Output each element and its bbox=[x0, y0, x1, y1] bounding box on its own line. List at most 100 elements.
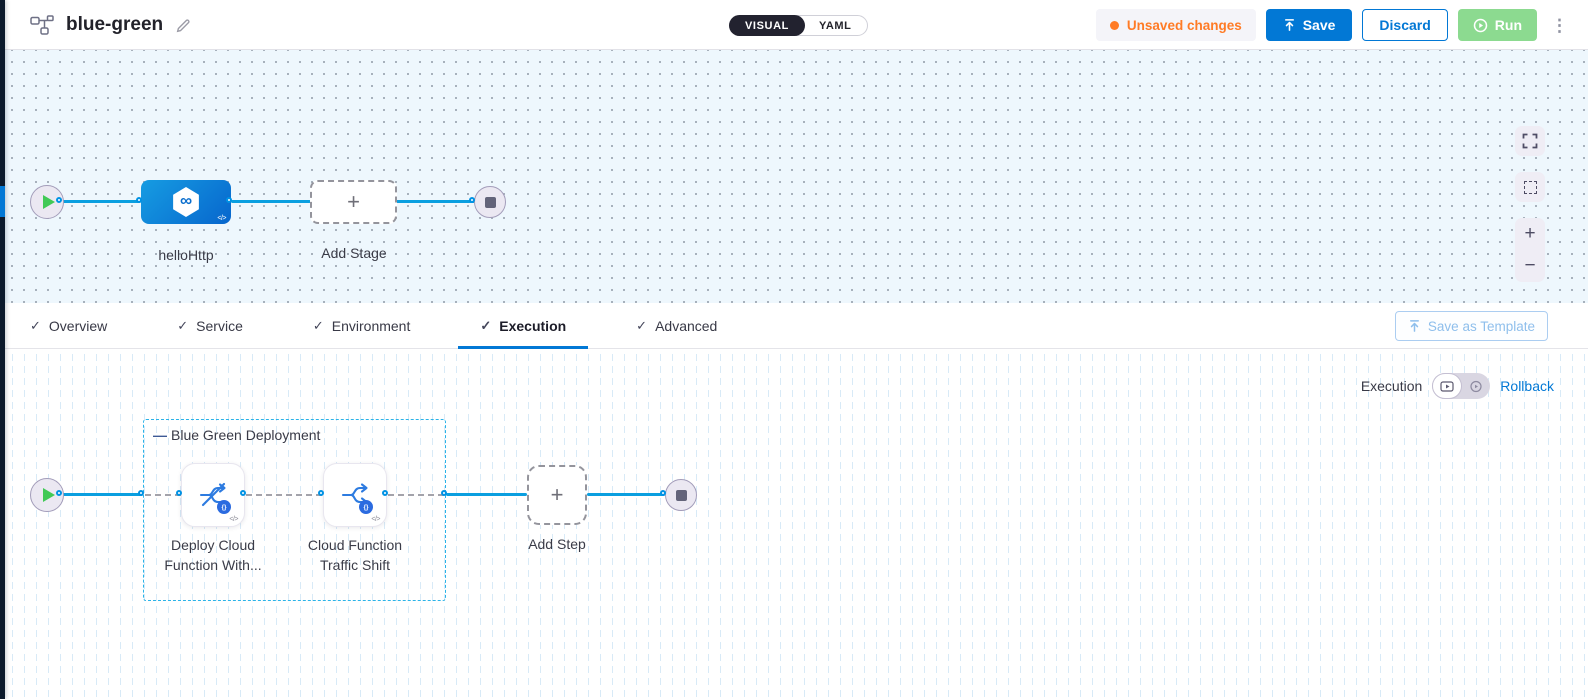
pipeline-end-node[interactable] bbox=[474, 186, 506, 218]
collapsed-nav-strip[interactable] bbox=[0, 0, 5, 699]
connector-end-in[interactable] bbox=[469, 197, 475, 203]
tab-overview[interactable]: ✓ Overview bbox=[30, 317, 108, 334]
add-step-label: Add Step bbox=[528, 536, 586, 552]
start-play-icon bbox=[43, 488, 55, 502]
plus-icon: + bbox=[550, 482, 564, 507]
connector-step1-in[interactable] bbox=[176, 490, 182, 496]
group-collapse-icon: — bbox=[153, 427, 167, 443]
execution-mode-label: Execution bbox=[1360, 378, 1423, 394]
pipeline-title: blue-green bbox=[66, 14, 164, 35]
more-options-kebab-icon[interactable]: ⋮ bbox=[1551, 15, 1568, 35]
cd-stage-hexagon-icon: ∞ bbox=[173, 187, 199, 217]
connector-step1-out[interactable] bbox=[240, 490, 246, 496]
edge-step2-to-groupend bbox=[388, 494, 444, 496]
connector-step2-out[interactable] bbox=[382, 490, 388, 496]
check-icon: ✓ bbox=[480, 317, 492, 333]
plus-icon: + bbox=[347, 189, 360, 214]
marquee-icon bbox=[1523, 180, 1537, 194]
cloud-function-badge: {} bbox=[359, 500, 373, 514]
stage-label: helloHttp bbox=[158, 247, 214, 263]
zoom-controls: + − bbox=[1515, 218, 1545, 282]
stage-pipeline-canvas[interactable]: ∞ </> helloHttp + Add Stage + − bbox=[0, 50, 1588, 303]
rollback-link[interactable]: Rollback bbox=[1500, 378, 1554, 394]
edge-start-to-stage bbox=[61, 200, 141, 203]
connector-group-out[interactable] bbox=[441, 490, 447, 496]
run-button[interactable]: Run bbox=[1457, 9, 1537, 41]
connector-exec-end-in[interactable] bbox=[660, 490, 666, 496]
add-stage-button[interactable]: + bbox=[310, 180, 397, 224]
edge-group-to-addstep bbox=[446, 493, 527, 496]
unsaved-dot-icon bbox=[1109, 20, 1119, 30]
tab-execution[interactable]: ✓ Execution bbox=[458, 303, 588, 349]
execution-start-node[interactable] bbox=[30, 478, 64, 512]
edge-group-to-step1 bbox=[145, 494, 181, 496]
stop-square-icon bbox=[484, 196, 496, 208]
zoom-out-button[interactable]: − bbox=[1524, 255, 1536, 276]
unsaved-changes-label: Unsaved changes bbox=[1126, 17, 1242, 33]
header: blue-green VISUAL YAML Unsaved changes S… bbox=[0, 0, 1588, 50]
header-left: blue-green bbox=[30, 0, 192, 50]
edit-pencil-icon[interactable] bbox=[175, 17, 192, 34]
execution-rollback-toggle bbox=[1432, 373, 1491, 399]
tab-environment[interactable]: ✓ Environment bbox=[312, 317, 411, 334]
run-play-icon bbox=[1473, 18, 1488, 32]
visual-toggle[interactable]: VISUAL bbox=[729, 15, 805, 36]
execution-mode-row: Execution Rollback bbox=[1361, 373, 1554, 399]
stage-node-hellohttp[interactable]: ∞ </> bbox=[141, 180, 231, 224]
header-actions: Unsaved changes Save Discard Run ⋮ bbox=[1095, 9, 1572, 41]
unsaved-changes-badge: Unsaved changes bbox=[1095, 9, 1256, 41]
edge-addstep-to-end bbox=[587, 493, 665, 496]
save-button[interactable]: Save bbox=[1265, 9, 1353, 41]
edge-start-to-group bbox=[61, 493, 143, 496]
yaml-toggle[interactable]: YAML bbox=[818, 19, 852, 32]
connector-stage-in[interactable] bbox=[136, 197, 142, 203]
connector-start-out[interactable] bbox=[56, 197, 62, 203]
step-node-deploy-cloud-function[interactable]: {} </> bbox=[181, 463, 245, 527]
execution-canvas[interactable]: Execution Rollback bbox=[0, 349, 1588, 699]
connector-step2-in[interactable] bbox=[318, 490, 324, 496]
connector-exec-start-out[interactable] bbox=[56, 490, 62, 496]
execution-steps-icon bbox=[1440, 380, 1454, 392]
pipeline-icon bbox=[30, 15, 54, 35]
edge-addstage-to-end bbox=[396, 200, 475, 203]
execution-end-node[interactable] bbox=[665, 479, 697, 511]
check-icon: ✓ bbox=[636, 317, 648, 333]
fullscreen-button[interactable] bbox=[1515, 126, 1545, 156]
connector-group-in[interactable] bbox=[138, 490, 144, 496]
add-step-button[interactable]: + bbox=[527, 465, 587, 525]
marquee-select-button[interactable] bbox=[1515, 172, 1545, 202]
connector-stage-out[interactable] bbox=[226, 197, 232, 203]
stage-config-tabs: ✓ Overview ✓ Service ✓ Environment ✓ Exe… bbox=[0, 303, 1588, 349]
code-icon: </> bbox=[217, 215, 226, 222]
execution-mode-button[interactable] bbox=[1432, 373, 1463, 399]
tab-service[interactable]: ✓ Service bbox=[177, 317, 243, 334]
step-group-blue-green[interactable] bbox=[143, 419, 446, 601]
check-icon: ✓ bbox=[312, 317, 324, 333]
check-icon: ✓ bbox=[30, 317, 41, 333]
fullscreen-icon bbox=[1522, 133, 1538, 149]
tab-advanced[interactable]: ✓ Advanced bbox=[636, 317, 718, 334]
add-stage-label: Add Stage bbox=[321, 245, 387, 261]
rollback-circle-icon bbox=[1470, 380, 1482, 392]
step1-label: Deploy Cloud Function With... bbox=[164, 537, 262, 573]
template-upload-icon bbox=[1409, 320, 1419, 332]
edge-stage-to-addstage bbox=[231, 200, 311, 203]
save-upload-icon bbox=[1284, 19, 1294, 31]
save-as-template-button[interactable]: Save as Template bbox=[1394, 311, 1548, 341]
edge-step1-to-step2 bbox=[246, 494, 322, 496]
code-icon: </> bbox=[229, 516, 238, 523]
start-play-icon bbox=[43, 195, 55, 209]
check-icon: ✓ bbox=[177, 317, 189, 333]
step-group-header[interactable]: — Blue Green Deployment bbox=[153, 427, 320, 443]
step-group-label: Blue Green Deployment bbox=[171, 427, 321, 443]
step-node-traffic-shift[interactable]: {} </> bbox=[323, 463, 387, 527]
rollback-mode-button[interactable] bbox=[1462, 380, 1490, 393]
zoom-in-button[interactable]: + bbox=[1524, 223, 1536, 244]
step2-label: Cloud Function Traffic Shift bbox=[307, 537, 403, 573]
view-mode-toggle: VISUAL YAML bbox=[729, 15, 868, 36]
code-icon: </> bbox=[371, 516, 380, 523]
stop-square-icon bbox=[675, 489, 687, 501]
nav-active-indicator bbox=[0, 186, 5, 217]
discard-button[interactable]: Discard bbox=[1362, 9, 1448, 41]
